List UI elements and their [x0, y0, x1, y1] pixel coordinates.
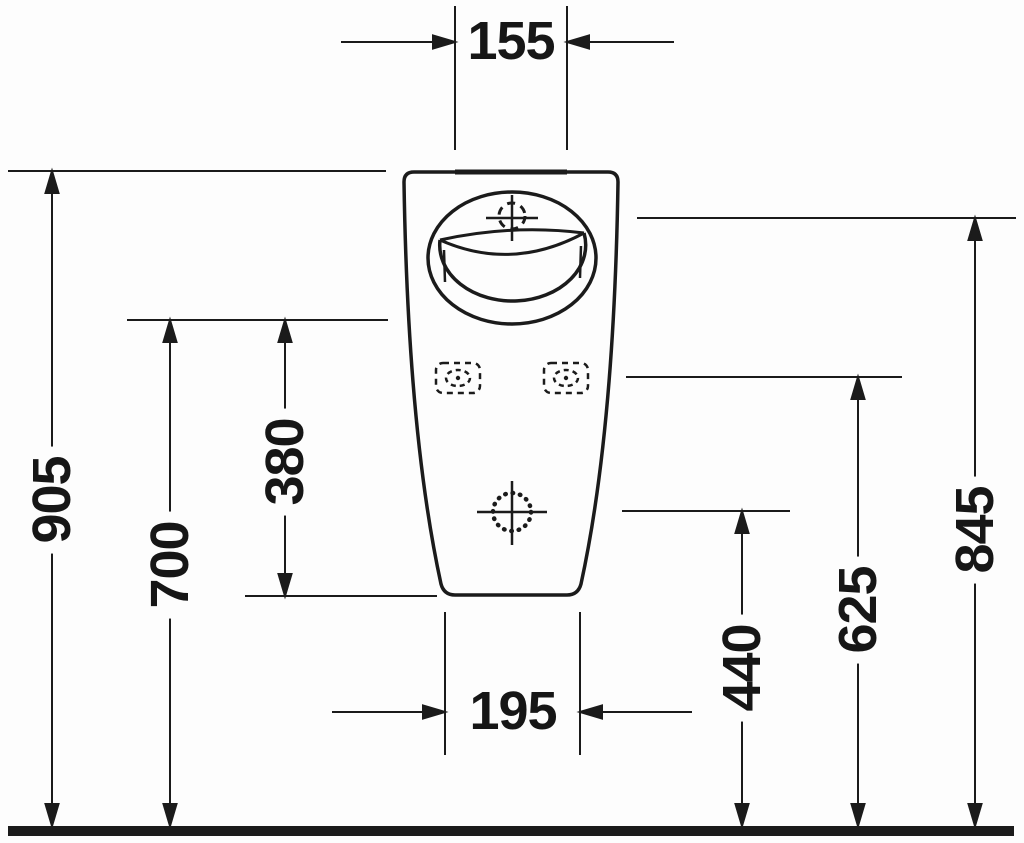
- fixing-hole-right-rect: [542, 361, 590, 395]
- arrow-down-440-icon: [734, 803, 750, 830]
- ground-line: [8, 826, 1014, 836]
- horizontal-dimension-lines: [332, 34, 692, 720]
- dim-label-700: 700: [140, 511, 200, 619]
- bowl-inner-basin: [437, 232, 588, 303]
- fixing-hole-left-dot: [455, 375, 461, 381]
- dim-label-625: 625: [828, 556, 888, 664]
- arrow-down-380-icon: [277, 573, 293, 600]
- fixing-hole-right-dot: [563, 375, 569, 381]
- inlet-marker-icon: [486, 195, 538, 241]
- arrow-up-380-icon: [277, 316, 293, 343]
- basin-wall-tick-right: [578, 245, 583, 279]
- bowl-outer-rim: [426, 190, 598, 326]
- fixing-hole-left-ellipse: [444, 368, 472, 388]
- arrow-down-700-icon: [162, 803, 178, 830]
- basin-wall-tick-left: [442, 249, 447, 283]
- arrow-down-905-icon: [44, 803, 60, 830]
- arrow-right-195-icon: [422, 704, 449, 720]
- arrow-left-195-icon: [576, 704, 603, 720]
- arrow-up-905-icon: [44, 167, 60, 194]
- outlet-marker-icon: [477, 481, 547, 545]
- arrow-right-155-icon: [432, 34, 459, 50]
- arrow-up-625-icon: [850, 373, 866, 400]
- fixing-hole-left-rect: [434, 361, 482, 395]
- dim-label-380: 380: [255, 408, 315, 516]
- dim-label-845: 845: [945, 476, 1005, 584]
- fixing-hole-right-ellipse: [552, 368, 580, 388]
- arrow-up-440-icon: [734, 507, 750, 534]
- arrow-down-625-icon: [850, 803, 866, 830]
- urinal-outline: [402, 169, 620, 597]
- bowl-shelf-curve: [439, 231, 585, 256]
- inlet-dashed-circle: [497, 201, 527, 231]
- urinal-body-outline: [402, 170, 620, 597]
- fixing-hole-left-icon: [434, 361, 482, 395]
- arrow-up-845-icon: [967, 214, 983, 241]
- dim-label-155: 155: [462, 12, 560, 70]
- arrow-down-845-icon: [967, 803, 983, 830]
- arrow-left-155-icon: [563, 34, 590, 50]
- arrow-up-700-icon: [162, 316, 178, 343]
- dim-label-905: 905: [22, 446, 82, 554]
- dim-label-195: 195: [464, 682, 562, 740]
- dim-label-440: 440: [712, 614, 772, 722]
- fixing-hole-right-icon: [542, 361, 590, 395]
